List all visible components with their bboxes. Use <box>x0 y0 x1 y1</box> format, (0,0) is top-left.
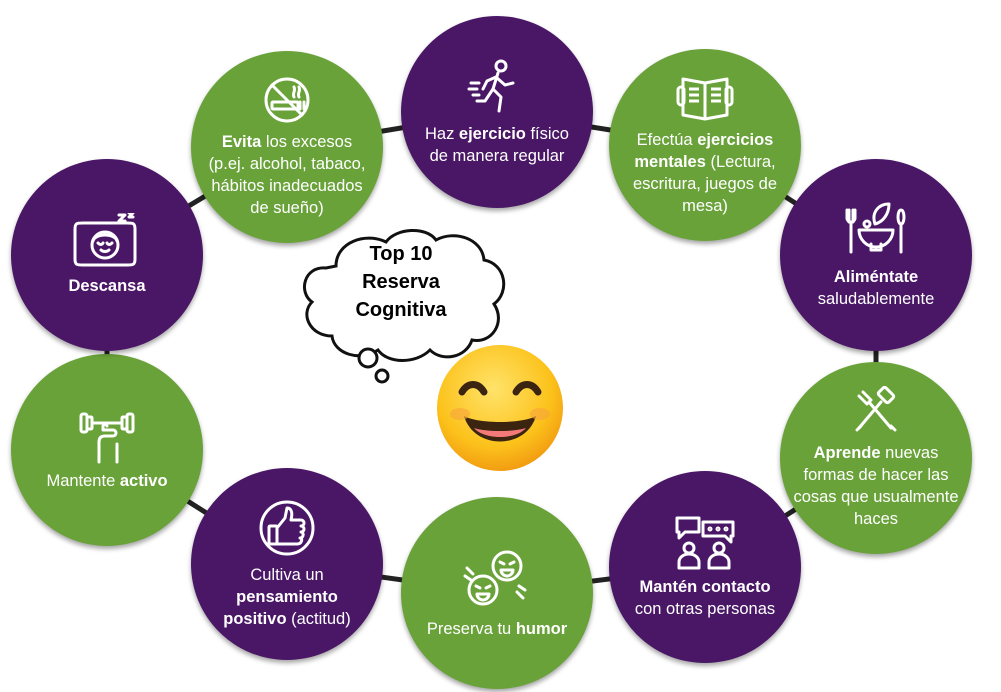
smiling-face-emoji <box>437 345 563 471</box>
item-text: Mantente activo <box>32 470 182 492</box>
laughing-faces-icon <box>463 550 527 606</box>
item-text-part: los excesos (p.ej. alcohol, tabaco, hábi… <box>208 133 366 217</box>
item-text-part: humor <box>515 620 568 638</box>
item-ejercicio: Haz ejercicio físico de manera regular <box>401 16 593 208</box>
salad-bowl-icon <box>845 202 906 254</box>
dumbbell-icon <box>79 412 135 464</box>
item-text-part: Mantente <box>46 472 120 490</box>
cloud-line-2: Reserva <box>362 271 440 293</box>
sleeping-face-icon <box>73 213 137 267</box>
item-text-part: Aliméntate <box>833 268 919 286</box>
item-text-part: con otras personas <box>634 600 776 618</box>
item-text-part: Aprende <box>813 444 881 462</box>
item-text: Cultiva un pensamiento positivo (actitud… <box>207 564 367 630</box>
item-excesos: Evita los excesos (p.ej. alcohol, tabaco… <box>191 51 383 243</box>
item-text-part: Descansa <box>68 277 146 295</box>
item-text: Aliméntate saludablemente <box>801 266 951 310</box>
item-humor: Preserva tu humor <box>401 497 593 689</box>
item-aprende: Aprende nuevas formas de hacer las cosas… <box>780 362 972 554</box>
item-contacto: Mantén contacto con otras personas <box>609 471 801 663</box>
item-text-part: físico de manera regular <box>429 125 569 165</box>
item-text-part: ejercicios mentales <box>634 131 774 171</box>
item-text-part: Cultiva un <box>250 566 324 584</box>
cloud-title: Top 10 Reserva Cognitiva <box>336 240 466 324</box>
item-text-part: (actitud) <box>286 610 351 628</box>
thumbs-up-icon <box>259 500 315 556</box>
cloud-line-3: Cognitiva <box>355 299 447 321</box>
item-text-part: (Lectura, escritura, juegos de mesa) <box>633 153 777 215</box>
no-smoking-icon <box>264 77 310 123</box>
item-text-part: pensamiento positivo <box>223 588 338 628</box>
item-mentales: Efectúa ejercicios mentales (Lectura, es… <box>609 49 801 241</box>
item-activo: Mantente activo <box>11 354 203 546</box>
cloud-line-1: Top 10 <box>369 243 433 265</box>
item-text: Evita los excesos (p.ej. alcohol, tabaco… <box>207 131 367 219</box>
item-text-part: Mantén contacto <box>639 578 771 596</box>
item-text-part: Efectúa <box>636 131 698 149</box>
item-text: Efectúa ejercicios mentales (Lectura, es… <box>625 129 785 217</box>
running-person-icon <box>467 59 515 113</box>
item-text-part: Evita <box>221 133 262 151</box>
item-text-part: Haz <box>424 125 459 143</box>
tools-icon <box>855 386 897 432</box>
item-positivo: Cultiva un pensamiento positivo (actitud… <box>191 468 383 660</box>
item-text-part: Preserva tu <box>426 620 516 638</box>
item-text-part: saludablemente <box>817 290 935 308</box>
item-descansa: Descansa <box>11 159 203 351</box>
item-alimentate: Aliméntate saludablemente <box>780 159 972 351</box>
item-text: Haz ejercicio físico de manera regular <box>422 123 572 167</box>
item-text-part: activo <box>119 472 168 490</box>
chat-people-icon <box>675 516 735 570</box>
item-text: Aprende nuevas formas de hacer las cosas… <box>791 442 961 530</box>
item-text: Preserva tu humor <box>422 618 572 640</box>
open-book-icon <box>676 77 734 121</box>
item-text: Mantén contacto con otras personas <box>630 576 780 620</box>
item-text-part: nuevas formas de hacer las cosas que usu… <box>793 444 959 528</box>
item-text: Descansa <box>32 275 182 297</box>
thought-cloud <box>303 228 506 384</box>
item-text-part: ejercicio <box>458 125 526 143</box>
